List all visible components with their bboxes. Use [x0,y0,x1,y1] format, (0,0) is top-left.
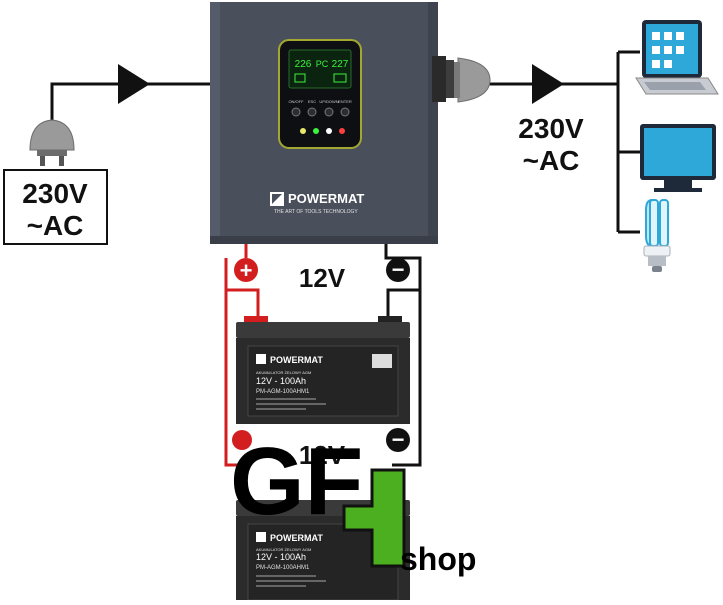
inverter-tagline: THE ART OF TOOLS TECHNOLOGY [274,209,358,215]
status-led-red [339,128,345,134]
shop-watermark-logo: GF shop [230,428,476,577]
battery-bottom-rating: 12V - 100Ah [256,552,306,562]
watermark-letters: GF [230,428,363,535]
inverter-logo-icon [270,192,284,206]
positive-terminal-symbol: + [240,258,253,283]
battery-voltage-label-top: 12V [299,263,346,293]
lcd-mode-value: PC [316,59,329,69]
battery-bottom-brand: POWERMAT [270,533,323,543]
lcd-left-value: 226 [295,59,312,70]
output-ac-label: ~AC [523,145,580,176]
status-led-green [313,128,319,134]
enter-button[interactable] [340,107,350,117]
status-led-white [326,128,332,134]
battery-top-model: PM-AGM-100AHM1 [256,389,310,395]
negative-cable [384,240,422,467]
watermark-suffix: shop [400,541,476,577]
watermark-green-one-icon [342,468,406,568]
battery-top: POWERMAT AKUMULATOR ŻELOWY AGM 12V - 100… [236,316,410,424]
button-label-onoff: ON/OFF [288,99,304,104]
monitor-icon [640,124,716,192]
status-led-yellow [300,128,306,134]
battery-bottom-type: AKUMULATOR ŻELOWY AGM [256,547,311,552]
battery-top-type: AKUMULATOR ŻELOWY AGM [256,370,311,375]
input-arrow-icon [118,64,150,104]
ac-output-wire [488,50,640,234]
battery-voltage-label-bottom: 12V [299,440,346,470]
power-button[interactable] [291,107,301,117]
button-label-enter: ENTER [338,99,352,104]
ac-input-wire [50,64,212,120]
battery-top-brand: POWERMAT [270,355,323,365]
output-voltage-label: 230V [518,113,584,144]
positive-terminal-icon [234,258,258,282]
battery-bottom-model: PM-AGM-100AHM1 [256,565,310,571]
input-voltage-label: 230V [22,178,88,209]
negative-terminal-symbol-bottom: − [392,427,405,452]
updown-button[interactable] [324,107,334,117]
button-label-updown: UP/DOWN [319,99,338,104]
lightbulb-icon [643,198,671,272]
negative-terminal-symbol: − [392,257,405,282]
button-label-esc: ESC [308,99,316,104]
input-plug-icon [29,119,75,166]
battery-top-rating: 12V - 100Ah [256,376,306,386]
output-arrow-icon [532,64,564,104]
laptop-icon [635,20,719,95]
output-socket-icon [432,56,491,103]
input-label-box [3,169,108,245]
negative-terminal-icon [386,258,410,282]
input-ac-label: ~AC [27,210,84,241]
lcd-right-value: 227 [332,59,349,70]
inverter-brand: POWERMAT [288,191,364,206]
esc-button[interactable] [307,107,317,117]
inverter-unit: 226 PC 227 ON/OFF ESC UP/DOWN ENTER POWE… [210,2,438,244]
